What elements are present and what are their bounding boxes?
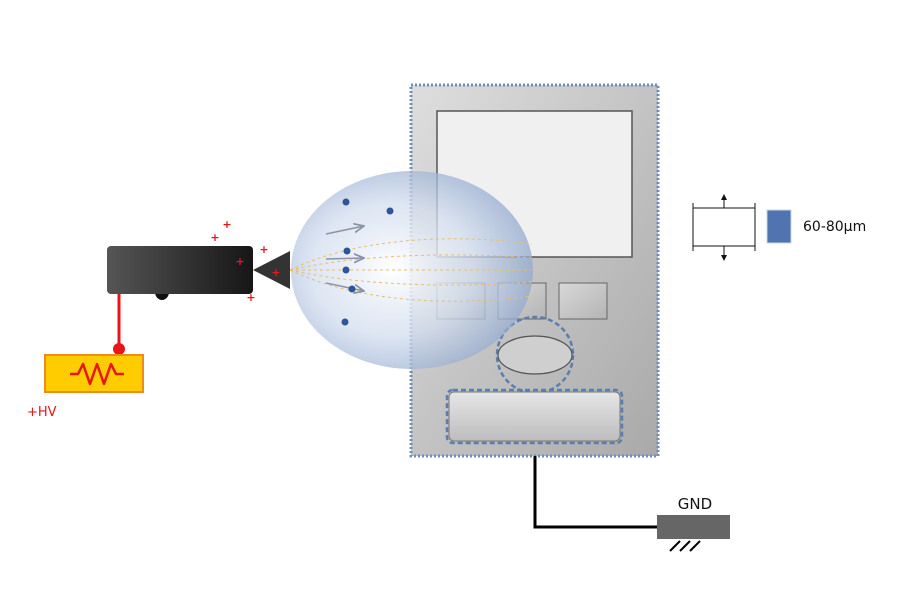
bottom-bar-highlight [445,388,624,445]
particle [342,266,350,274]
device-home-button [497,335,573,375]
spray-gun-nozzle [253,251,290,289]
particle [386,207,394,215]
charged-particles [341,198,394,326]
device-button-right [558,282,608,320]
charge-symbol: + [235,255,244,268]
particle-direction-arrows [325,226,364,291]
thickness-indicator: 60-80μm [692,194,866,261]
ground-wire [533,456,660,529]
spray-gun-body [107,246,253,294]
device-bottom-bar [448,391,621,442]
direction-arrow [325,282,364,291]
thickness-label: 60-80μm [803,219,866,235]
ground-connection: GND [533,456,730,552]
spray-gun-icon [107,246,290,300]
positive-charges: + + + + + + [210,218,280,304]
charge-symbol: + [271,266,280,279]
spray-cloud [289,171,533,369]
charge-symbol: + [246,291,255,304]
charge-symbol: + [210,231,219,244]
electric-field-lines [289,238,533,302]
hv-junction [113,343,125,355]
direction-arrow [325,258,364,259]
ground-symbol-icon [669,540,701,552]
gnd-label: GND [678,495,712,513]
charge-symbol: + [259,243,268,256]
particle [343,247,351,255]
particle [341,318,349,326]
particle [348,285,356,293]
coating-swatch [766,209,792,244]
resistor-icon [70,362,124,386]
hv-label: +HV [27,405,57,420]
ground-terminal [657,515,730,539]
high-voltage-supply: +HV [27,294,144,420]
particle [342,198,350,206]
direction-arrow [325,226,364,235]
charge-symbol: + [222,218,231,231]
